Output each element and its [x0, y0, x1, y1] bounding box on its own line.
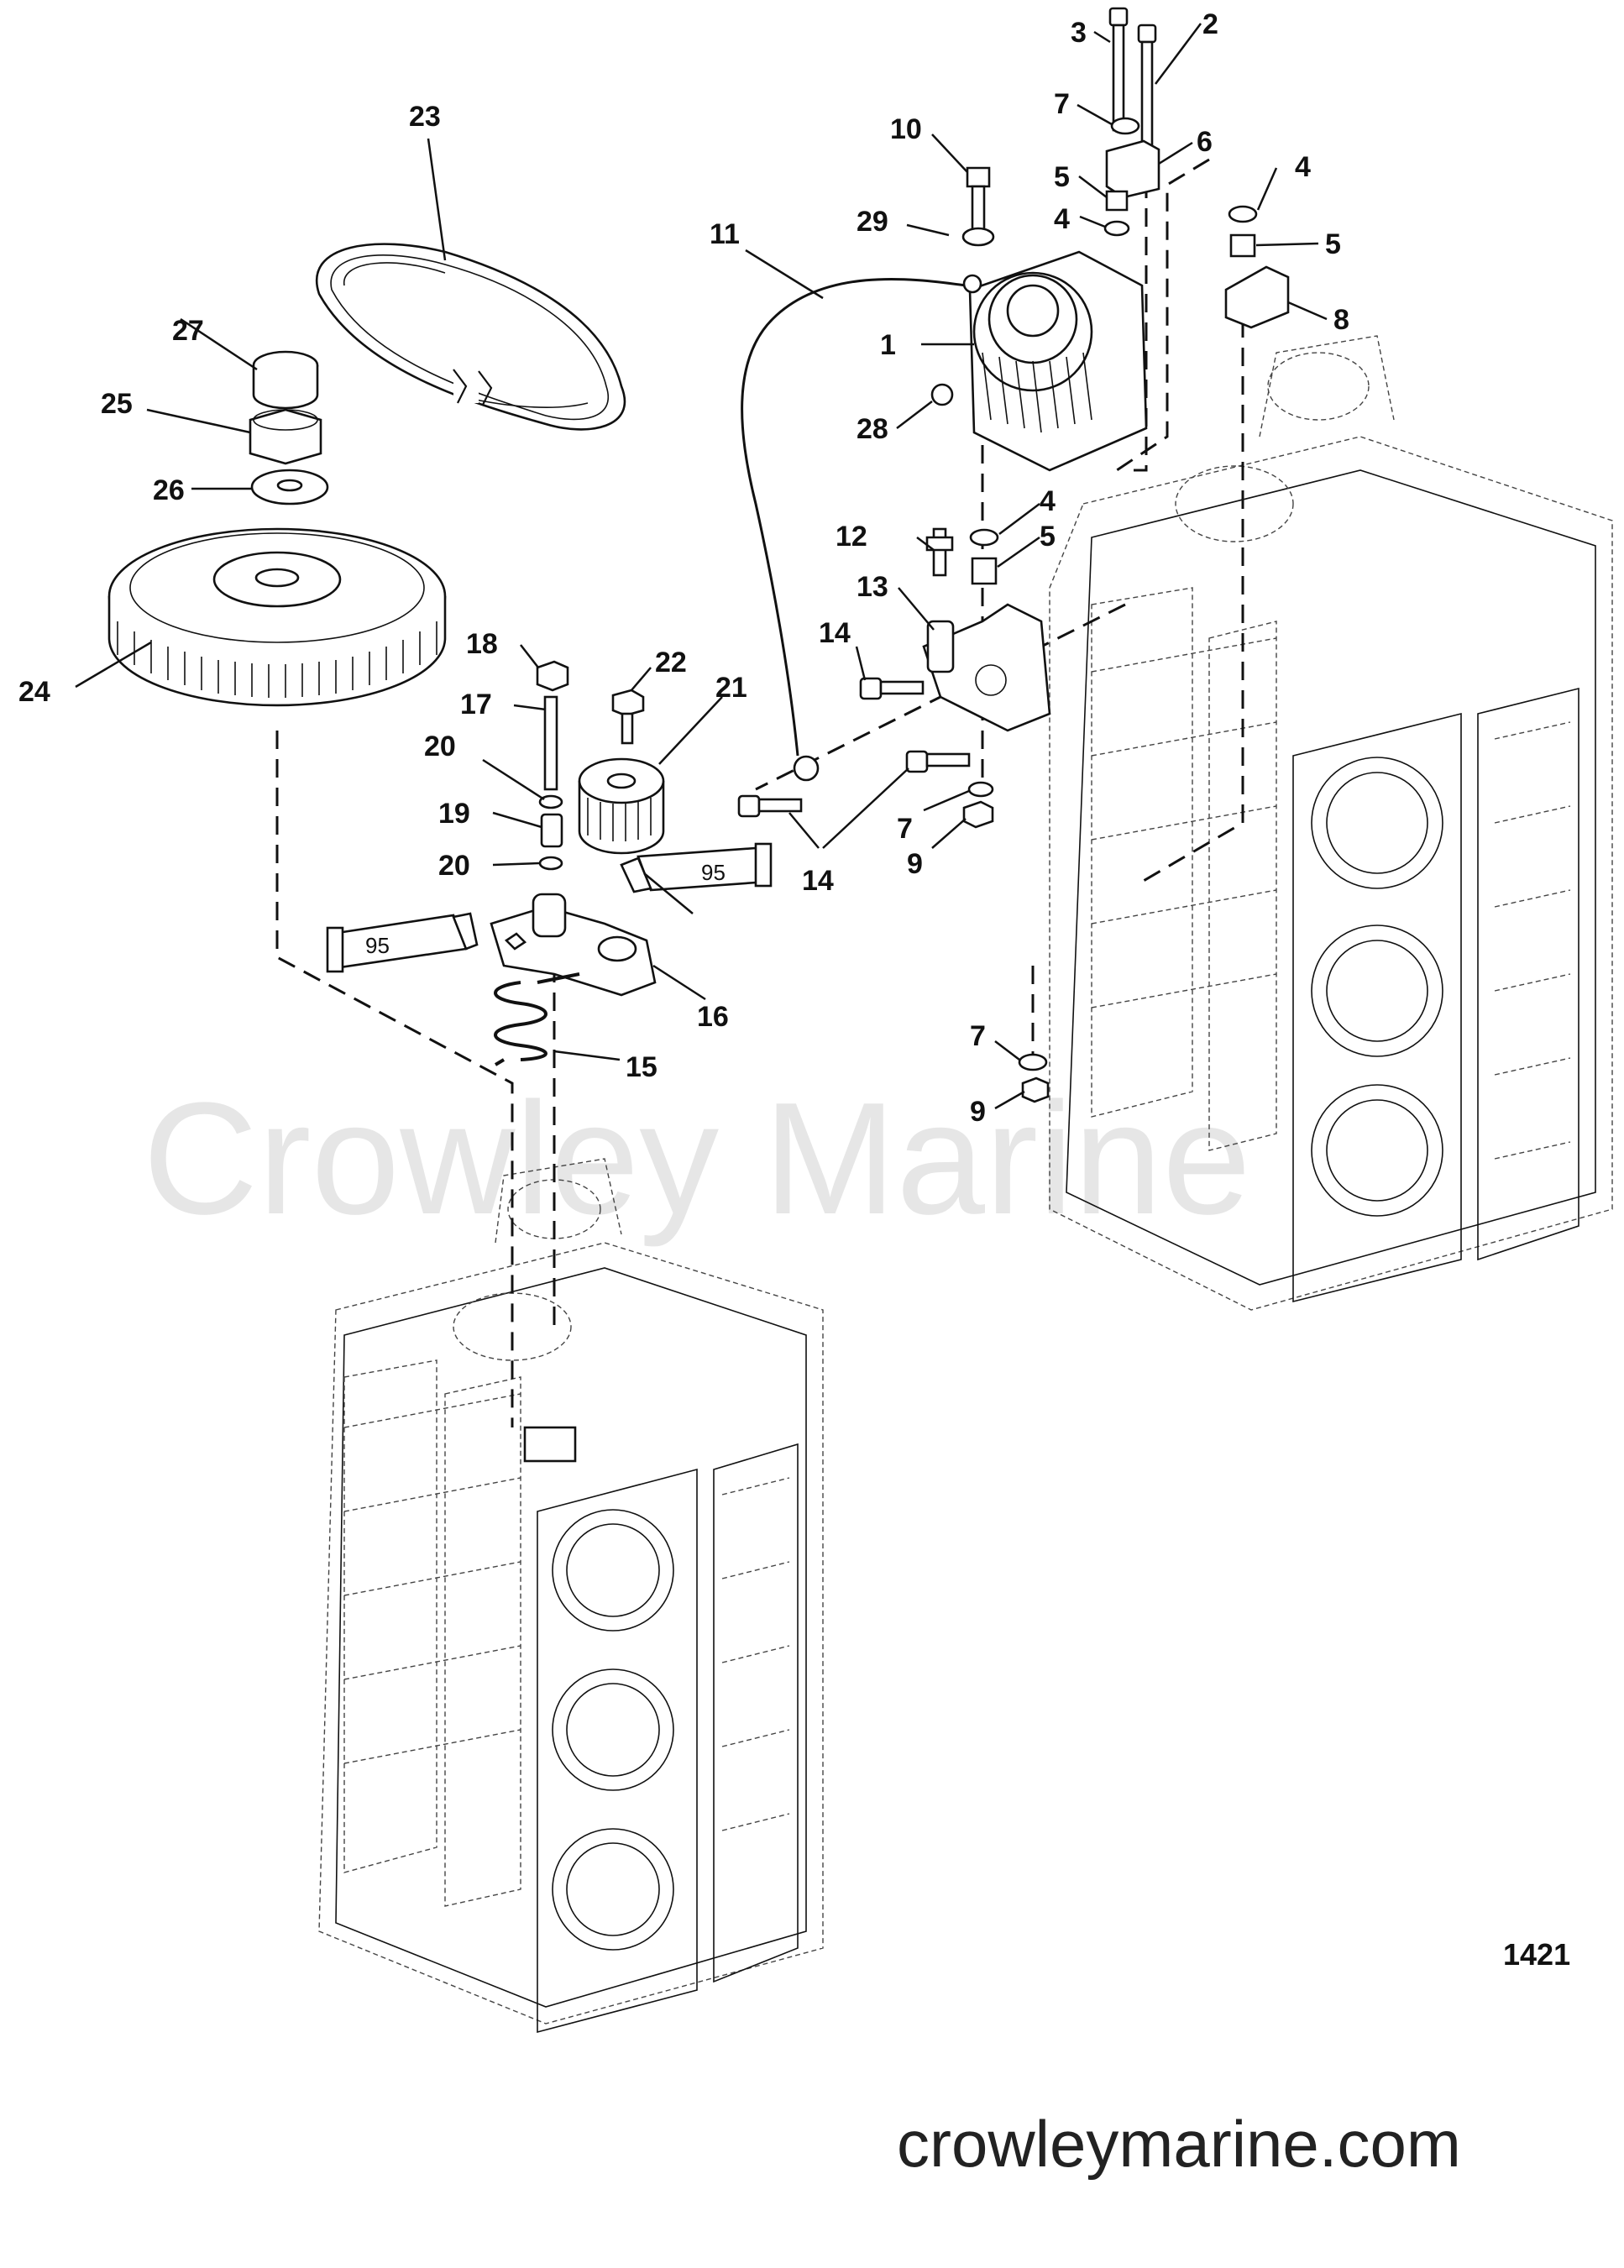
callout-6: 6	[1197, 126, 1213, 158]
bushing-27	[252, 350, 319, 410]
washer-7-mid	[967, 781, 994, 798]
leader-lines	[75, 23, 1328, 1110]
callout-5-mid: 5	[1040, 521, 1056, 553]
callout-23: 23	[409, 101, 441, 133]
nut-9-low	[1021, 1076, 1050, 1103]
bushing-5-mid	[971, 557, 998, 585]
lubricant-tube-right: 95	[620, 842, 773, 893]
alternator-1	[968, 250, 1148, 472]
watermark: Crowley Marine	[143, 1070, 1251, 1248]
callout-7-top: 7	[1054, 88, 1070, 120]
callout-2: 2	[1202, 8, 1218, 40]
callout-5-top: 5	[1054, 161, 1070, 193]
tube-label-right: 95	[701, 860, 726, 885]
callout-29: 29	[857, 206, 888, 238]
callout-25: 25	[101, 388, 133, 420]
bracket-6	[1105, 139, 1160, 199]
cable-11	[741, 274, 982, 782]
website-url: crowleymarine.com	[897, 2107, 1461, 2181]
callout-22: 22	[655, 647, 687, 678]
callout-9-mid: 9	[907, 848, 923, 880]
callout-26: 26	[153, 474, 185, 506]
spacer-19	[540, 813, 563, 848]
callout-4-mid: 4	[1040, 485, 1056, 517]
callout-9-low: 9	[970, 1096, 986, 1128]
bushing-5-top	[1105, 190, 1129, 212]
washer-7-low	[1018, 1053, 1048, 1071]
callout-19: 19	[438, 798, 470, 830]
callout-13: 13	[857, 571, 888, 603]
callout-20-low: 20	[438, 850, 470, 882]
callout-15: 15	[626, 1051, 657, 1083]
nut-28	[930, 383, 954, 406]
bushing-5-right	[1229, 233, 1256, 258]
bracket-13	[922, 603, 1051, 732]
washer-29	[961, 227, 995, 247]
washer-26	[250, 469, 329, 505]
bolt-14-b	[905, 750, 971, 773]
callout-17: 17	[460, 689, 492, 720]
tensioner-arm-16	[490, 893, 657, 997]
callout-12: 12	[836, 521, 867, 553]
assembly-lines	[275, 151, 1244, 1427]
washer-20-low	[538, 856, 563, 871]
washer-20-top	[538, 794, 563, 809]
nut-25	[249, 408, 322, 465]
callout-16: 16	[697, 1001, 729, 1033]
engine-block-lower	[318, 1158, 824, 2034]
callout-10: 10	[890, 113, 922, 145]
tube-label-left: 95	[365, 933, 390, 958]
idler-pulley-21	[578, 757, 665, 855]
callout-7-mid: 7	[897, 813, 913, 845]
belt-23	[316, 243, 626, 431]
callout-21: 21	[715, 672, 747, 704]
bolt-14-a	[859, 677, 925, 700]
lubricant-tube-left: 95	[326, 912, 479, 973]
callout-5-right: 5	[1325, 228, 1341, 260]
stud-12	[925, 527, 954, 577]
nut-9-mid	[962, 800, 994, 829]
callout-labels: 1 2 3 4 4 4 5 5 5 6 7 7 7 8 9 9 10 11 12…	[18, 8, 1349, 1128]
engine-block-upper	[1049, 335, 1613, 1311]
callout-1: 1	[880, 329, 896, 361]
callout-24: 24	[18, 676, 50, 708]
bolt-10	[966, 166, 991, 234]
callout-3: 3	[1071, 17, 1087, 49]
bolt-14-c	[737, 794, 803, 818]
washer-7-top	[1110, 117, 1140, 135]
washer-4-mid	[969, 528, 999, 547]
callout-7-low: 7	[970, 1020, 986, 1052]
nut-18	[536, 660, 569, 692]
bracket-8	[1224, 265, 1290, 329]
callout-4-top: 4	[1054, 203, 1070, 235]
callout-14-lower: 14	[802, 865, 834, 897]
callout-4-right: 4	[1295, 151, 1311, 183]
callout-28: 28	[857, 413, 888, 445]
bolt-22	[611, 689, 645, 745]
washer-4-right	[1228, 205, 1258, 223]
washer-4-top	[1103, 220, 1130, 237]
spring-15	[494, 972, 580, 1066]
callout-14-upper: 14	[819, 617, 851, 649]
bolt-2	[1137, 24, 1157, 157]
stud-17	[543, 695, 558, 791]
bolt-3	[1108, 7, 1129, 132]
figure-number: 1421	[1503, 1937, 1570, 1972]
callout-20-top: 20	[424, 731, 456, 762]
callout-8: 8	[1333, 304, 1349, 336]
callout-18: 18	[466, 628, 498, 660]
callout-27: 27	[172, 315, 204, 347]
flywheel-24	[107, 527, 447, 707]
callout-11: 11	[710, 218, 740, 250]
